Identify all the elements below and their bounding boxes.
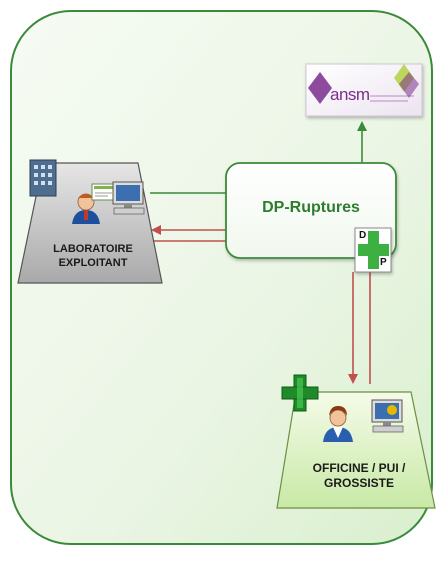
pharmacy-label: OFFICINE / PUI / GROSSISTE [284, 461, 434, 491]
pharmacy-label-line1: OFFICINE / PUI / [312, 461, 406, 475]
document-icon [91, 183, 117, 201]
center-node-label: DP-Ruptures [262, 199, 360, 216]
pharmacy-computer-icon [371, 399, 404, 433]
computer-icon [112, 181, 145, 215]
laboratory-label: LABORATOIRE EXPLOITANT [38, 243, 148, 271]
dp-badge-icon [354, 227, 392, 273]
agency-logo-text: ansm [330, 85, 370, 104]
center-node-box [225, 162, 397, 259]
building-icon [29, 159, 57, 197]
agency-logo [305, 63, 423, 117]
pharmacist-icon [323, 406, 353, 442]
pharmacy-cross-icon [281, 374, 319, 412]
dp-badge-letter-top: D [359, 230, 367, 241]
laboratory-label-line1: LABORATOIRE [53, 243, 133, 255]
laboratory-label-line2: EXPLOITANT [58, 256, 128, 269]
person-icon [72, 193, 100, 224]
pharmacy-label-line2: GROSSISTE [323, 476, 394, 490]
dp-badge-letter-bottom: P [380, 257, 387, 268]
